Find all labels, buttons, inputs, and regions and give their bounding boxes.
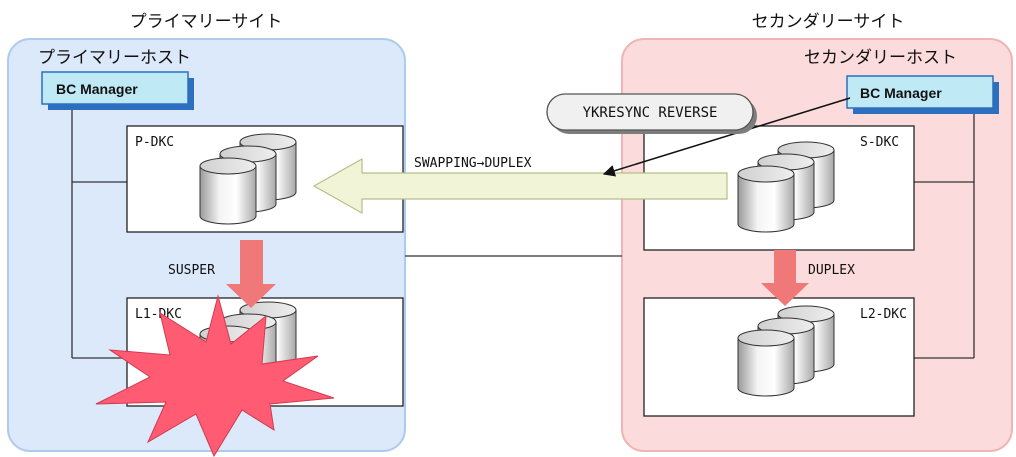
primary-site-label: プライマリーサイト <box>130 12 283 32</box>
secondary-host-label: セカンダリーホスト <box>804 48 957 68</box>
secondary-bc-manager-label: BC Manager <box>860 85 942 101</box>
primary-bc-manager-label: BC Manager <box>56 81 138 97</box>
l2-dkc-storage: L2-DKC <box>643 297 915 417</box>
command-arrow <box>602 97 851 177</box>
command-bubble: YKRESYNC REVERSE <box>546 93 757 134</box>
primary-host-label: プライマリーホスト <box>38 48 191 68</box>
secondary-status-label: DUPLEX <box>808 263 855 278</box>
l2-dkc-label: L2-DKC <box>860 307 907 322</box>
command-label: YKRESYNC REVERSE <box>583 105 718 121</box>
s-dkc-label: S-DKC <box>860 135 899 150</box>
primary-status-label: SUSPER <box>168 263 215 278</box>
p-dkc-label: P-DKC <box>135 135 174 150</box>
primary-bc-manager: BC Manager <box>41 71 194 110</box>
down-arrow-icon <box>226 240 276 308</box>
big-left-arrow-icon <box>312 157 728 215</box>
down-arrow-icon <box>761 250 809 306</box>
secondary-site-label: セカンダリーサイト <box>752 12 905 32</box>
failure-burst-icon <box>95 294 335 457</box>
secondary-bc-manager: BC Manager <box>846 75 999 114</box>
transfer-status-label: SWAPPING→DUPLEX <box>414 156 532 171</box>
l1-dkc-label: L1-DKC <box>135 307 182 322</box>
connection-lines <box>71 100 975 359</box>
